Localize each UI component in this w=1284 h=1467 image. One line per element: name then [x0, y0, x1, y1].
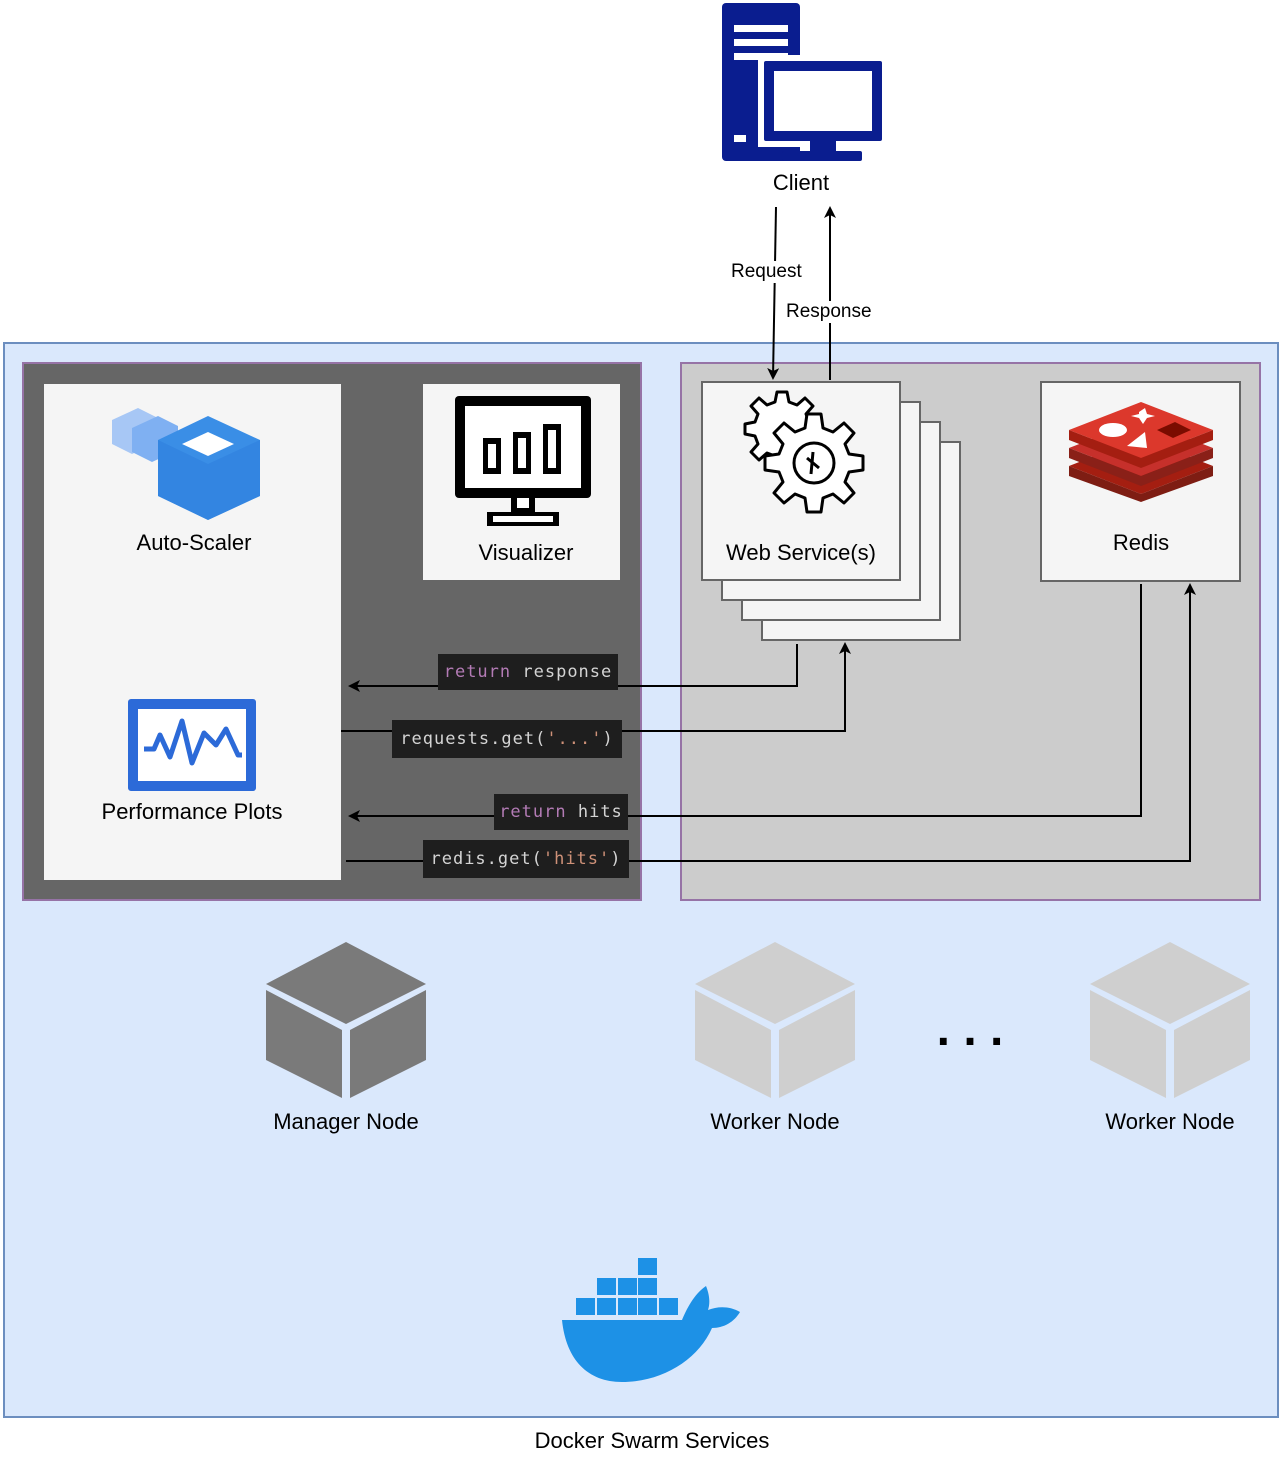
worker-node-label-1: Worker Node	[710, 1109, 840, 1134]
redis-label: Redis	[1112, 530, 1170, 555]
web-service-label: Web Service(s)	[726, 540, 876, 565]
request-label: Request	[729, 261, 804, 283]
performance-plots-icon	[128, 699, 256, 791]
return-response-code: return response	[438, 654, 618, 690]
gears-icon	[743, 390, 865, 514]
return-hits-code: return hits	[494, 794, 628, 830]
response-label: Response	[784, 301, 874, 323]
worker-node-label-2: Worker Node	[1105, 1109, 1235, 1134]
client-label: Client	[772, 170, 830, 195]
return-hits-edge	[348, 584, 1142, 822]
client-computer-icon	[722, 3, 882, 161]
visualizer-monitor-icon	[455, 396, 591, 526]
redis-get-code: redis.get('hits')	[423, 840, 629, 878]
requests-get-code: requests.get('...')	[392, 720, 622, 758]
request-edge	[767, 206, 780, 380]
performance-plots-label: Performance Plots	[101, 799, 283, 824]
docker-swarm-label: Docker Swarm Services	[534, 1428, 770, 1453]
worker-node-cube-icon-2	[1090, 942, 1250, 1098]
auto-scaler-icon	[112, 408, 260, 520]
auto-scaler-label: Auto-Scaler	[136, 530, 252, 555]
manager-node-cube-icon	[266, 942, 426, 1098]
worker-node-cube-icon	[695, 942, 855, 1098]
docker-whale-logo-icon	[562, 1258, 740, 1382]
redis-icon	[1069, 402, 1213, 502]
ellipsis: . . .	[936, 1003, 1004, 1056]
visualizer-label: Visualizer	[478, 540, 574, 565]
manager-node-label: Manager Node	[273, 1109, 419, 1134]
